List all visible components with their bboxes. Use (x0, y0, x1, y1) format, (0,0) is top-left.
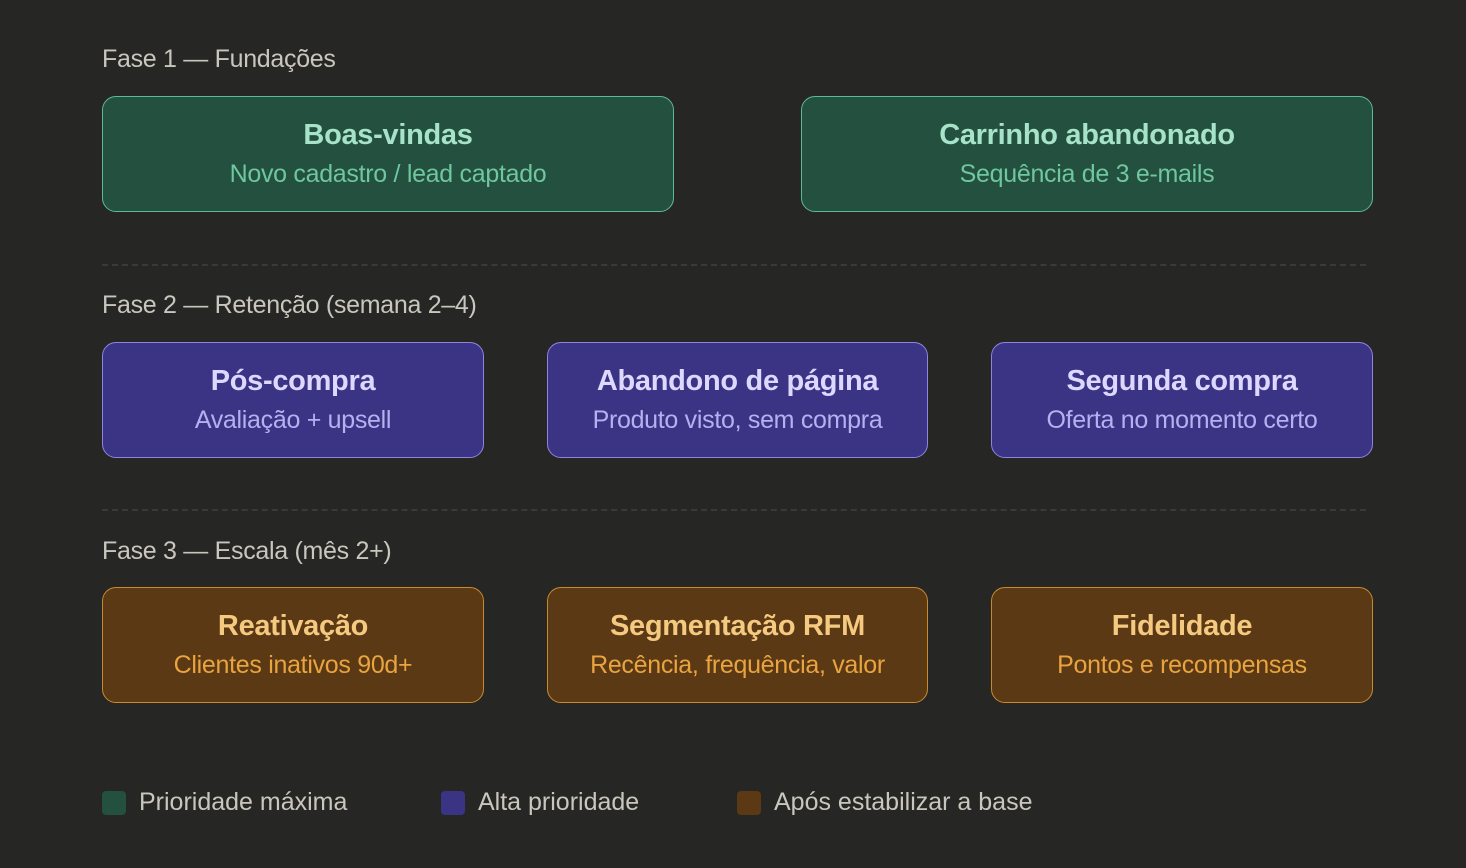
legend-swatch (441, 790, 465, 815)
node-title: Fidelidade (1111, 610, 1253, 642)
node-title: Reativação (217, 610, 369, 642)
node-pos-compra: Pós-compra Avaliação + upsell (102, 342, 484, 458)
node-title: Pós-compra (210, 365, 376, 397)
phase-divider (102, 264, 1366, 266)
node-title: Carrinho abandonado (939, 119, 1235, 151)
node-subtitle: Recência, frequência, valor (590, 651, 885, 679)
node-boas-vindas: Boas-vindas Novo cadastro / lead captado (102, 96, 674, 212)
node-subtitle: Novo cadastro / lead captado (229, 160, 547, 188)
node-title: Abandono de página (596, 365, 879, 397)
node-subtitle: Clientes inativos 90d+ (173, 651, 413, 679)
legend-item-apos-estabilizar: Após estabilizar a base (737, 788, 1032, 817)
node-segmentacao-rfm: Segmentação RFM Recência, frequência, va… (547, 587, 928, 703)
node-subtitle: Avaliação + upsell (194, 406, 392, 434)
node-reativacao: Reativação Clientes inativos 90d+ (102, 587, 484, 703)
legend-item-alta-prioridade: Alta prioridade (441, 788, 639, 817)
phase-1-heading: Fase 1 — Fundações (102, 45, 336, 73)
legend-label: Após estabilizar a base (774, 788, 1033, 816)
legend-swatch (737, 790, 761, 815)
node-title: Segmentação RFM (610, 610, 865, 642)
node-title: Segunda compra (1066, 365, 1298, 397)
legend-label: Prioridade máxima (139, 788, 348, 816)
node-subtitle: Pontos e recompensas (1057, 651, 1307, 679)
legend-swatch (102, 790, 126, 815)
phase-divider (102, 509, 1366, 511)
legend-label: Alta prioridade (478, 788, 640, 816)
node-segunda-compra: Segunda compra Oferta no momento certo (991, 342, 1373, 458)
node-carrinho-abandonado: Carrinho abandonado Sequência de 3 e-mai… (801, 96, 1373, 212)
legend-item-prioridade-maxima: Prioridade máxima (102, 788, 347, 817)
node-subtitle: Oferta no momento certo (1046, 406, 1318, 434)
node-title: Boas-vindas (303, 119, 473, 151)
phase-2-heading: Fase 2 — Retenção (semana 2–4) (102, 291, 477, 319)
phase-3-heading: Fase 3 — Escala (mês 2+) (102, 537, 392, 565)
node-fidelidade: Fidelidade Pontos e recompensas (991, 587, 1373, 703)
node-subtitle: Sequência de 3 e-mails (959, 160, 1215, 188)
node-abandono-de-pagina: Abandono de página Produto visto, sem co… (547, 342, 928, 458)
node-subtitle: Produto visto, sem compra (592, 406, 883, 434)
